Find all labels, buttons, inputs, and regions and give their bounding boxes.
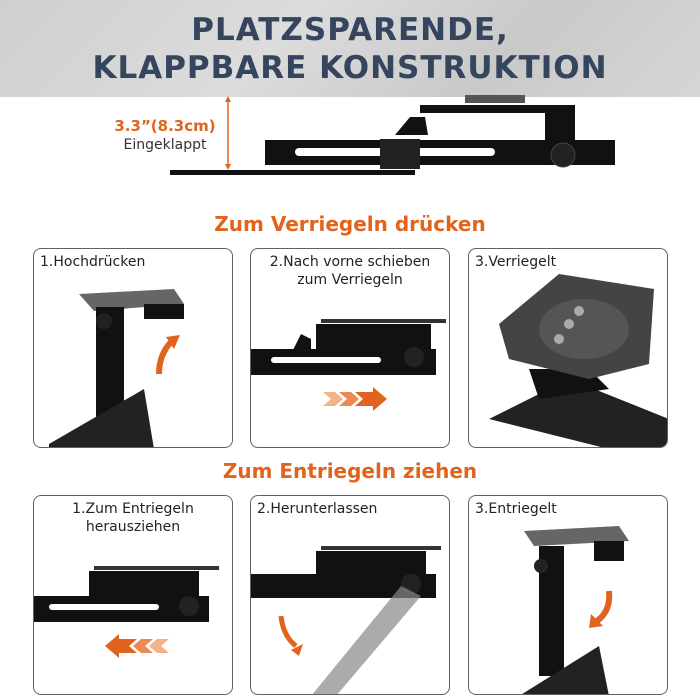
unlock-section-title: Zum Entriegeln ziehen — [222, 459, 478, 483]
down-arrow-icon — [278, 615, 298, 648]
step-label: 2.Herunterlassen — [257, 501, 378, 517]
unlock-step-3: 3.Entriegelt — [468, 495, 668, 695]
left-arrow-icon — [105, 634, 169, 658]
down-arrow-icon — [595, 590, 613, 624]
bracket-image — [251, 546, 441, 694]
step-label: 1.Hochdrücken — [40, 254, 146, 270]
dimension-value: 3.3”(8.3cm) — [114, 117, 216, 135]
header-banner: PLATZSPARENDE, KLAPPBARE KONSTRUKTION — [0, 0, 700, 97]
step-label: 3.Verriegelt — [475, 254, 557, 270]
lock-step-1: 1.Hochdrücken — [33, 248, 233, 448]
bracket-image — [49, 289, 184, 447]
lock-step-3: 3.Verriegelt — [468, 248, 668, 448]
lock-section-title: Zum Verriegeln drücken — [214, 212, 486, 236]
up-arrow-icon — [156, 338, 175, 375]
bracket-image — [251, 319, 446, 411]
bracket-image — [34, 566, 219, 658]
headline-line-2: KLAPPBARE KONSTRUKTION — [92, 50, 608, 86]
step-label: 3.Entriegelt — [475, 501, 557, 517]
folded-mount-image — [170, 95, 615, 175]
bracket-image — [522, 526, 629, 694]
dimension-label: Eingeklappt — [123, 137, 207, 153]
unlock-step-2: 2.Herunterlassen — [250, 495, 450, 695]
headline-line-1: PLATZSPARENDE, — [191, 12, 509, 48]
right-arrow-icon — [323, 387, 387, 411]
folded-dimension: 3.3”(8.3cm) Eingeklappt — [100, 117, 230, 153]
bracket-image — [489, 274, 667, 447]
